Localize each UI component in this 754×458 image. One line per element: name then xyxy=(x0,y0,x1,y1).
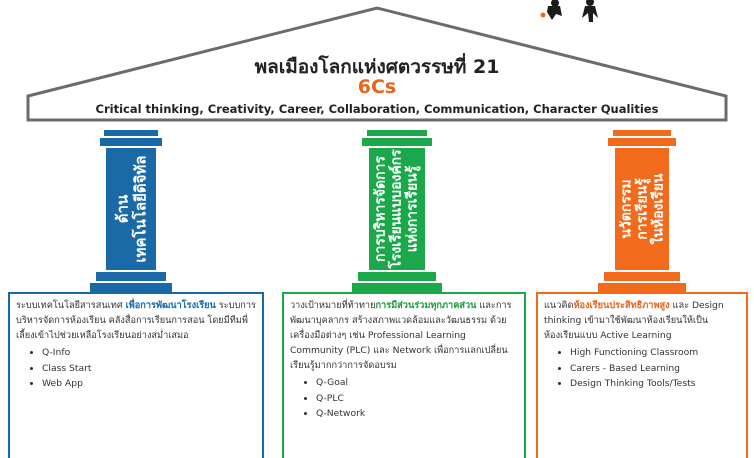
pillar-green xyxy=(352,130,442,292)
roof-subtitle: 6Cs xyxy=(357,76,397,98)
list-item: Q-Network xyxy=(316,406,518,422)
box-school-management-highlight: การมีส่วนร่วมทุกภาคส่วน xyxy=(375,300,477,311)
box-digital-technology-list: Q-Info Class Start Web App xyxy=(16,345,256,392)
box-school-management-list: Q-Goal Q-PLC Q-Network xyxy=(290,375,518,422)
box-school-management: วางเป้าหมายที่ท้าทายการมีส่วนร่วมทุกภาคส… xyxy=(282,292,526,458)
pillar-green-line2: โรงเรียนแบบองค์กร xyxy=(389,149,406,269)
list-item: Web App xyxy=(42,376,256,392)
box-school-management-text: วางเป้าหมายที่ท้าทายการมีส่วนร่วมทุกภาคส… xyxy=(290,300,512,371)
box-digital-technology-text: ระบบเทคโนโลยีสารสนเทศ เพื่อการพัฒนาโรงเร… xyxy=(16,300,256,341)
roof-shape xyxy=(26,6,728,122)
roof-title: พลเมืองโลกแห่งศตวรรษที่ 21 xyxy=(254,56,500,78)
box-digital-technology: ระบบเทคโนโลยีสารสนเทศ เพื่อการพัฒนาโรงเร… xyxy=(8,292,264,458)
pillar-green-label: การบริหารจัดการ โรงเรียนแบบองค์กร แห่งกา… xyxy=(373,149,421,268)
pillar-orange-line2: การเรียนรู้ xyxy=(634,178,650,240)
pillar-blue-label: ด้าน เทคโนโลยีดิจิทัล xyxy=(113,155,149,262)
box-digital-technology-highlight: เพื่อการพัฒนาโรงเรียน xyxy=(125,300,216,311)
list-item: High Functioning Classroom xyxy=(570,345,740,361)
pillar-orange xyxy=(598,130,686,292)
pillar-blue xyxy=(90,130,172,292)
list-item: Q-PLC xyxy=(316,391,518,407)
box-learning-innovation-highlight: ห้องเรียนประสิทธิภาพสูง xyxy=(573,300,670,311)
pillar-green-line1: การบริหารจัดการ xyxy=(373,155,390,263)
box-learning-innovation-text: แนวคิดห้องเรียนประสิทธิภาพสูง และ Design… xyxy=(544,300,724,341)
pillar-green-line3: แห่งการเรียนรู้ xyxy=(405,165,422,253)
pillar-blue-line2: เทคโนโลยีดิจิทัล xyxy=(131,155,150,263)
kids-illustration xyxy=(540,0,598,22)
pillar-orange-label: นวัตกรรม การเรียนรู้ ในห้องเรียน xyxy=(618,174,666,245)
pillar-orange-line3: ในห้องเรียน xyxy=(650,173,666,245)
pillar-orange-line1: นวัตกรรม xyxy=(618,179,634,239)
box-learning-innovation: แนวคิดห้องเรียนประสิทธิภาพสูง และ Design… xyxy=(536,292,748,458)
list-item: Carers - Based Learning xyxy=(570,361,740,377)
list-item: Class Start xyxy=(42,361,256,377)
pillar-blue-label-wrap: ด้าน เทคโนโลยีดิจิทัล xyxy=(106,148,156,270)
pillar-blue-line1: ด้าน xyxy=(113,194,132,224)
box-learning-innovation-list: High Functioning Classroom Carers - Base… xyxy=(544,345,740,392)
pillar-green-label-wrap: การบริหารจัดการ โรงเรียนแบบองค์กร แห่งกา… xyxy=(369,148,425,270)
pillar-orange-label-wrap: นวัตกรรม การเรียนรู้ ในห้องเรียน xyxy=(615,148,669,270)
list-item: Q-Info xyxy=(42,345,256,361)
roof-skills: Critical thinking, Creativity, Career, C… xyxy=(95,102,659,116)
list-item: Q-Goal xyxy=(316,375,518,391)
list-item: Design Thinking Tools/Tests xyxy=(570,376,740,392)
